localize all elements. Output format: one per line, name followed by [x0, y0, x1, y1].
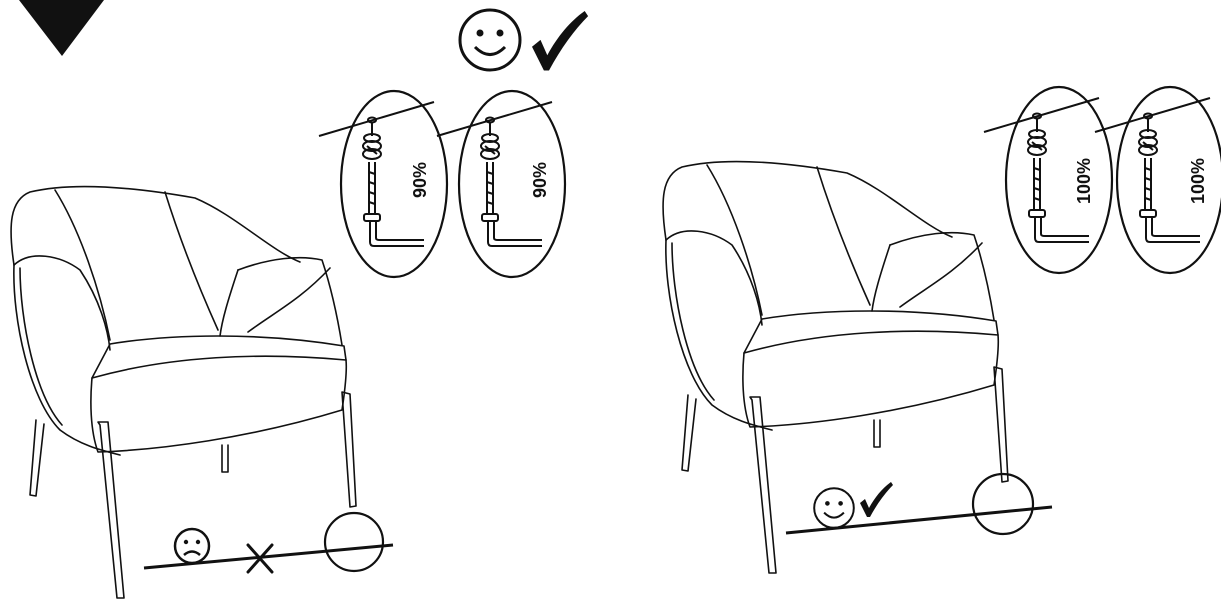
- tightness-label: 100%: [1074, 158, 1094, 204]
- armchair-left: [11, 186, 356, 598]
- smiley-face-icon: [460, 10, 520, 70]
- leg-highlight-circle-left: [325, 513, 383, 571]
- triangle-marker-icon: [19, 0, 104, 56]
- smiley-face-icon: [814, 488, 854, 528]
- check-icon: [860, 482, 893, 517]
- bolt-callout-left-1: 90%: [319, 91, 447, 277]
- bolt-callout-right-1: 100%: [984, 87, 1112, 273]
- check-icon: [532, 11, 588, 71]
- floor-line-right: [786, 507, 1052, 533]
- tightness-label: 90%: [410, 162, 430, 198]
- leg-highlight-circle-right: [973, 474, 1033, 534]
- bolt-callout-left-2: 90%: [437, 91, 565, 277]
- sad-face-icon: [175, 529, 209, 563]
- tightness-label: 100%: [1188, 158, 1208, 204]
- tightness-label: 90%: [530, 162, 550, 198]
- bolt-callout-right-2: 100%: [1095, 87, 1221, 273]
- armchair-right: [663, 161, 1008, 573]
